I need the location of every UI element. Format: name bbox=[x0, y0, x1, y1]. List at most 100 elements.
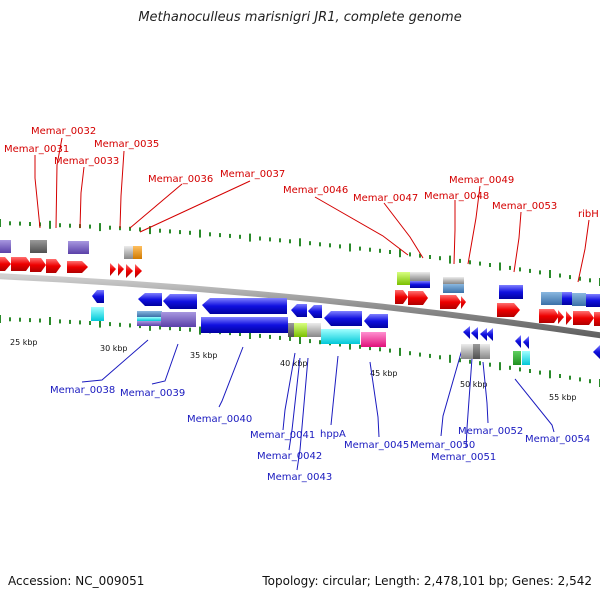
gene-label-memar-0050[interactable]: Memar_0050 bbox=[410, 440, 475, 451]
gene-arrow[interactable] bbox=[11, 257, 31, 271]
gene-arrow[interactable] bbox=[515, 335, 521, 348]
gene-block[interactable] bbox=[410, 272, 430, 281]
gene-block[interactable] bbox=[499, 285, 523, 299]
gene-arrow[interactable] bbox=[395, 290, 408, 304]
minor-tick bbox=[589, 379, 591, 384]
gene-arrow[interactable] bbox=[593, 345, 600, 359]
gene-block[interactable] bbox=[397, 272, 410, 285]
minor-tick bbox=[539, 370, 541, 375]
gene-label-memar-0052[interactable]: Memar_0052 bbox=[458, 426, 523, 437]
gene-arrow[interactable] bbox=[364, 314, 388, 328]
gene-arrow[interactable] bbox=[573, 311, 594, 325]
gene-label-memar-0037[interactable]: Memar_0037 bbox=[220, 169, 285, 180]
gene-arrow[interactable] bbox=[163, 294, 197, 309]
gene-arrow[interactable] bbox=[523, 336, 529, 349]
gene-label-memar-0033[interactable]: Memar_0033 bbox=[54, 156, 119, 167]
gene-label-memar-0041[interactable]: Memar_0041 bbox=[250, 430, 315, 441]
gene-block[interactable] bbox=[562, 292, 572, 305]
gene-block[interactable] bbox=[288, 323, 294, 337]
minor-tick bbox=[69, 319, 71, 324]
gene-arrow[interactable] bbox=[463, 326, 470, 339]
gene-label-memar-0040[interactable]: Memar_0040 bbox=[187, 414, 252, 425]
gene-label-memar-0049[interactable]: Memar_0049 bbox=[449, 175, 514, 186]
gene-label-memar-0042[interactable]: Memar_0042 bbox=[257, 451, 322, 462]
gene-block[interactable] bbox=[586, 294, 600, 307]
gene-label-memar-0039[interactable]: Memar_0039 bbox=[120, 388, 185, 399]
gene-block[interactable] bbox=[361, 332, 386, 347]
gene-block[interactable] bbox=[124, 246, 133, 259]
gene-arrow[interactable] bbox=[138, 293, 162, 306]
gene-arrow[interactable] bbox=[202, 298, 287, 314]
gene-block[interactable] bbox=[572, 293, 586, 306]
gene-block[interactable] bbox=[0, 240, 11, 253]
gene-block[interactable] bbox=[68, 241, 89, 254]
gene-arrow[interactable] bbox=[126, 264, 133, 278]
gene-label-memar-0036[interactable]: Memar_0036 bbox=[148, 174, 213, 185]
gene-block[interactable] bbox=[443, 284, 464, 293]
gene-block[interactable] bbox=[137, 317, 162, 321]
gene-label-memar-0053[interactable]: Memar_0053 bbox=[492, 201, 557, 212]
gene-arrow[interactable] bbox=[440, 295, 461, 309]
gene-arrow[interactable] bbox=[497, 303, 520, 317]
gene-arrow[interactable] bbox=[135, 264, 142, 278]
gene-label-memar-0043[interactable]: Memar_0043 bbox=[267, 472, 332, 483]
gene-arrow[interactable] bbox=[92, 290, 104, 303]
gene-block[interactable] bbox=[513, 351, 521, 365]
gene-arrow[interactable] bbox=[566, 311, 572, 325]
gene-block[interactable] bbox=[461, 344, 473, 359]
gene-label-memar-0045[interactable]: Memar_0045 bbox=[344, 440, 409, 451]
gene-block[interactable] bbox=[473, 344, 480, 359]
gene-arrow[interactable] bbox=[480, 328, 487, 341]
gene-label-hppa[interactable]: hppA bbox=[320, 429, 346, 440]
gene-block[interactable] bbox=[201, 317, 288, 333]
gene-block[interactable] bbox=[161, 312, 196, 327]
gene-arrow[interactable] bbox=[486, 328, 493, 341]
gene-block[interactable] bbox=[133, 246, 142, 259]
minor-tick bbox=[119, 322, 121, 327]
minor-tick bbox=[89, 321, 91, 325]
gene-label-memar-0032[interactable]: Memar_0032 bbox=[31, 126, 96, 137]
gene-arrow[interactable] bbox=[67, 261, 88, 273]
gene-arrow[interactable] bbox=[324, 311, 362, 326]
gene-arrow[interactable] bbox=[558, 310, 564, 324]
gene-block[interactable] bbox=[91, 307, 104, 321]
gene-block[interactable] bbox=[541, 292, 562, 305]
gene-block[interactable] bbox=[321, 329, 360, 344]
gene-arrow[interactable] bbox=[408, 291, 428, 305]
gene-arrow[interactable] bbox=[46, 259, 61, 273]
gene-arrow[interactable] bbox=[110, 263, 116, 276]
gene-arrow[interactable] bbox=[461, 296, 466, 309]
gene-label-memar-0031[interactable]: Memar_0031 bbox=[4, 144, 69, 155]
gene-label-ribh[interactable]: ribH bbox=[578, 209, 599, 220]
gene-arrow[interactable] bbox=[594, 312, 600, 326]
gene-arrow[interactable] bbox=[308, 305, 322, 318]
minor-tick bbox=[319, 242, 321, 247]
gene-arrow[interactable] bbox=[291, 304, 307, 317]
minor-tick bbox=[429, 255, 431, 259]
gene-arrow[interactable] bbox=[0, 257, 11, 271]
gene-label-memar-0051[interactable]: Memar_0051 bbox=[431, 452, 496, 463]
gene-label-memar-0046[interactable]: Memar_0046 bbox=[283, 185, 348, 196]
gene-label-memar-0048[interactable]: Memar_0048 bbox=[424, 191, 489, 202]
gene-block[interactable] bbox=[137, 311, 162, 317]
gene-label-memar-0047[interactable]: Memar_0047 bbox=[353, 193, 418, 204]
gene-arrow[interactable] bbox=[118, 263, 124, 276]
gene-block[interactable] bbox=[307, 323, 321, 337]
gene-arrow[interactable] bbox=[539, 309, 559, 323]
gene-arrow[interactable] bbox=[30, 258, 46, 272]
gene-label-memar-0054[interactable]: Memar_0054 bbox=[525, 434, 590, 445]
gene-label-memar-0038[interactable]: Memar_0038 bbox=[50, 385, 115, 396]
gene-block[interactable] bbox=[137, 321, 162, 326]
gene-block[interactable] bbox=[410, 281, 430, 288]
gene-block[interactable] bbox=[30, 240, 47, 253]
gene-block[interactable] bbox=[522, 351, 530, 365]
gene-block[interactable] bbox=[294, 323, 307, 337]
minor-tick bbox=[29, 318, 31, 323]
gene-block[interactable] bbox=[480, 344, 490, 359]
gene-label-memar-0035[interactable]: Memar_0035 bbox=[94, 139, 159, 150]
gene-block[interactable] bbox=[443, 277, 464, 284]
minor-tick bbox=[79, 320, 81, 325]
gene-arrow[interactable] bbox=[471, 327, 478, 340]
minor-tick bbox=[339, 244, 341, 249]
